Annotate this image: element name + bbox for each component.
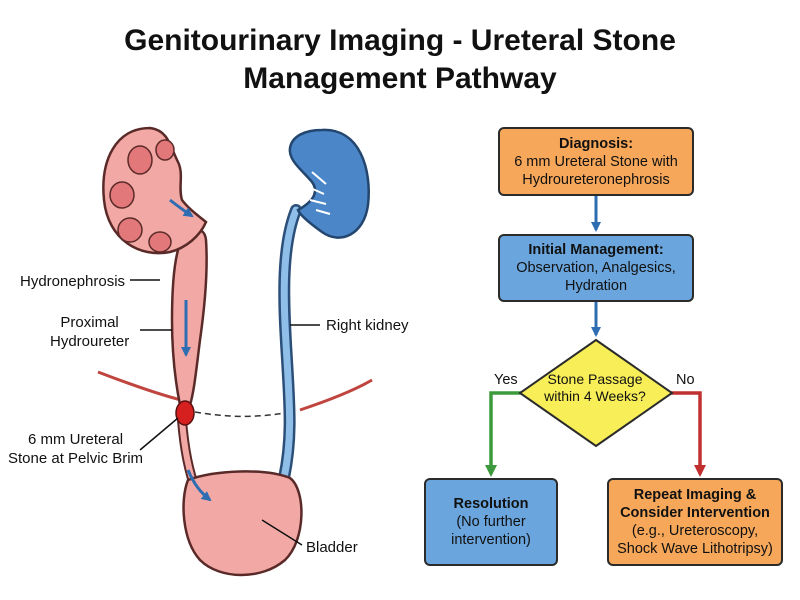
initial-line-2: Hydration (564, 278, 628, 294)
leader-bladder (261, 519, 303, 546)
arrow-no (670, 391, 706, 477)
label-no: No (676, 372, 695, 388)
calyx-3 (117, 217, 143, 243)
title-line-1: Genitourinary Imaging - Ureteral Stone (124, 24, 676, 57)
repeat-heading-line-1: Repeat Imaging & (633, 487, 757, 503)
flow-arrow-kidney (169, 198, 194, 218)
label-hydronephrosis: Hydronephrosis (20, 273, 126, 290)
box-repeat-imaging: Repeat Imaging & Consider Intervention (… (607, 478, 783, 566)
box-diagnosis: Diagnosis: 6 mm Ureteral Stone with Hydr… (498, 127, 694, 196)
repeat-line-2: Shock Wave Lithotripsy) (617, 541, 773, 557)
initial-line-1: Observation, Analgesics, (516, 260, 676, 276)
resolution-heading: Resolution (453, 496, 529, 512)
leader-stone (139, 417, 179, 451)
decision-line-1: Stone Passage (547, 371, 643, 387)
label-hydroureter-line-2: Hydroureter (50, 333, 130, 350)
pelvic-brim-dashed (194, 410, 296, 418)
label-right-kidney: Right kidney (326, 317, 409, 334)
diagnosis-line-2: Hydroureteronephrosis (522, 171, 670, 188)
label-stone-line-2: Stone at Pelvic Brim (8, 450, 144, 467)
right-kidney-hilum (305, 171, 331, 215)
diagnosis-line-1: 6 mm Ureteral Stone with (514, 153, 678, 170)
label-proximal-hydroureter: Proximal Hydroureter (50, 313, 129, 351)
repeat-line-1: (e.g., Ureteroscopy, (631, 523, 759, 539)
label-bladder: Bladder (306, 539, 358, 556)
calyx-1 (127, 145, 153, 175)
decision-diamond (518, 338, 674, 448)
diagnosis-heading: Diagnosis: (558, 135, 634, 152)
label-hydroureter-line-1: Proximal (60, 314, 119, 331)
resolution-line-2: intervention) (451, 532, 531, 548)
initial-heading: Initial Management: (528, 242, 664, 258)
right-ureter-fill (280, 206, 300, 482)
stone (175, 400, 195, 426)
box-resolution: Resolution (No further intervention) (424, 478, 558, 566)
decision-text: Stone Passage within 4 Weeks? (520, 371, 670, 405)
resolution-line-1: (No further (456, 514, 526, 530)
label-stone: 6 mm Ureteral Stone at Pelvic Brim (8, 430, 143, 468)
repeat-heading-line-2: Consider Intervention (620, 505, 770, 521)
label-stone-line-1: 6 mm Ureteral (28, 431, 124, 448)
arrow-yes (485, 391, 522, 477)
page-title: Genitourinary Imaging - Ureteral Stone M… (0, 22, 800, 98)
box-initial-management: Initial Management: Observation, Analges… (498, 234, 694, 302)
calyx-4 (148, 231, 172, 253)
calyx-5 (155, 139, 175, 161)
flow-arrow-bladder (186, 469, 212, 502)
decision-line-2: within 4 Weeks? (544, 388, 646, 404)
right-kidney (288, 128, 370, 239)
calyx-2 (109, 181, 135, 209)
left-ureter (170, 228, 208, 407)
title-line-2: Management Pathway (243, 62, 557, 95)
label-yes: Yes (494, 372, 518, 388)
pelvic-brim-right (299, 378, 373, 412)
bladder (182, 470, 303, 577)
